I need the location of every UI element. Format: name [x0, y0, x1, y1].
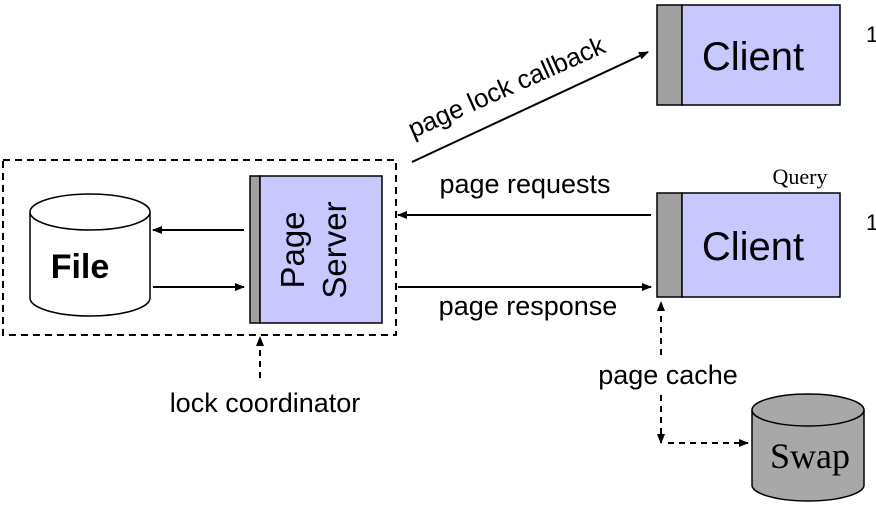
- page-server-label-line1: Page: [274, 211, 311, 288]
- page-lock-callback-arrow: [411, 51, 649, 163]
- client-1-label: Client: [702, 35, 804, 79]
- file-cylinder: File: [29, 193, 151, 317]
- page-requests-label: page requests: [439, 169, 610, 199]
- page-lock-callback-label: page lock callback: [403, 29, 610, 143]
- edge-mark-2: 1: [866, 210, 876, 235]
- page-server-box: Page Server: [249, 175, 383, 324]
- client-box-2: Client: [656, 192, 841, 298]
- page-response-label: page response: [439, 291, 618, 321]
- query-label: Query: [773, 164, 828, 189]
- swap-label: Swap: [770, 436, 850, 476]
- lock-coordinator-label: lock coordinator: [170, 388, 361, 418]
- client-2-label: Client: [702, 225, 804, 269]
- edge-mark-1: 1: [866, 22, 876, 47]
- client-box-1: Client: [656, 4, 841, 106]
- file-label: File: [51, 248, 110, 286]
- page-cache-label: page cache: [598, 360, 738, 390]
- swap-cylinder: Swap: [751, 393, 865, 502]
- server-boundary: [2, 159, 397, 336]
- page-server-label-line2: Server: [316, 201, 353, 298]
